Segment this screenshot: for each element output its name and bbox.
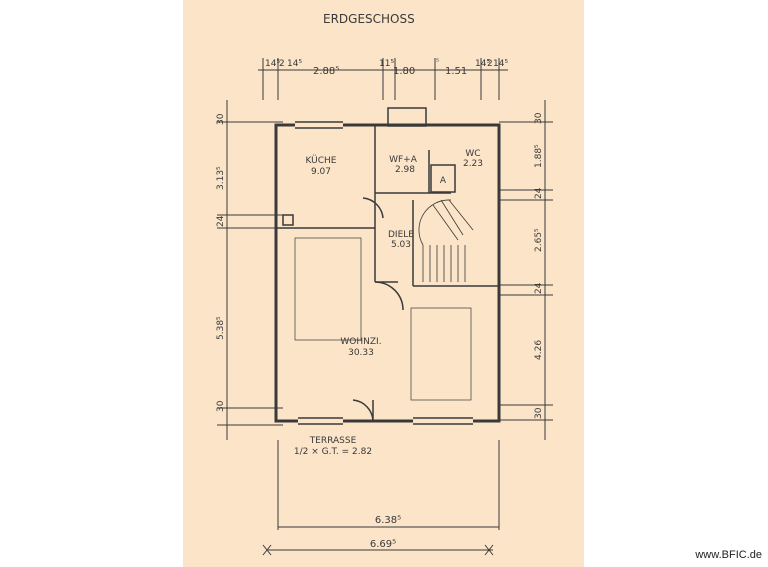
outer-walls	[274, 123, 501, 423]
cabinet-a-label: A	[440, 176, 447, 186]
left-dim-5: 30	[216, 400, 226, 412]
right-dim-5: 24	[534, 282, 544, 294]
svg-text:14⁵: 14⁵	[493, 59, 508, 69]
top-dim-1: 14⁵	[265, 59, 280, 69]
room-wohnzi-area: 30.33	[348, 348, 374, 358]
top-dim-4: 1.51	[445, 66, 467, 77]
staircase	[418, 199, 474, 282]
svg-text:2: 2	[487, 59, 493, 69]
svg-text:⁵: ⁵	[436, 57, 439, 66]
terrace-door	[352, 399, 374, 423]
svg-text:14⁵: 14⁵	[287, 59, 302, 69]
room-wfa-area: 2.98	[395, 165, 415, 175]
svg-text:14⁵: 14⁵	[475, 59, 490, 69]
room-wc-area: 2.23	[463, 159, 483, 169]
carpet-right	[410, 307, 472, 401]
room-kueche-name: KÜCHE	[306, 155, 337, 166]
top-dim-2: 2.88⁵	[313, 66, 339, 77]
stove-symbol	[282, 214, 294, 226]
room-wc-name: WC	[465, 149, 480, 159]
right-dim-7: 30	[534, 407, 544, 419]
right-dim-1: 30	[534, 112, 544, 124]
plan-sheet: ERDGESCHOSS 14⁵ 2 14⁵ 2.88⁵ 11⁵ 1.80 ⁵ 1…	[183, 0, 584, 567]
right-dim-6: 4.26	[534, 340, 544, 360]
right-dim-2: 1.88⁵	[534, 144, 544, 168]
left-dim-3: 24	[216, 215, 226, 227]
room-diele-name: DIELE	[388, 230, 414, 240]
carpet-left	[294, 237, 362, 341]
cabinet-a	[430, 164, 456, 193]
room-wohnzi-name: WOHNZI.	[340, 337, 381, 347]
top-dim-3: 1.80	[393, 66, 415, 77]
bottom-dim-inner: 6.38⁵	[375, 515, 401, 526]
right-dim-4: 2.65⁵	[534, 228, 544, 252]
room-wfa-name: WF+A	[389, 155, 418, 165]
room-kueche-area: 9.07	[311, 167, 331, 177]
left-dim-2: 3.13⁵	[216, 166, 226, 190]
left-dim-1: 30	[216, 113, 226, 125]
drawing-title: ERDGESCHOSS	[323, 12, 415, 26]
room-diele-area: 5.03	[391, 240, 411, 250]
door-diele	[374, 281, 404, 311]
watermark: www.BFIC.de	[695, 549, 762, 561]
bottom-dim-outer: 6.69⁵	[370, 539, 396, 550]
floor-plan: ERDGESCHOSS 14⁵ 2 14⁵ 2.88⁵ 11⁵ 1.80 ⁵ 1…	[216, 12, 553, 556]
right-dim-3: 24	[534, 187, 544, 199]
left-dim-4: 5.38⁵	[216, 316, 226, 340]
svg-text:11⁵: 11⁵	[379, 59, 394, 69]
terrasse-label: TERRASSE	[309, 436, 357, 446]
svg-text:2: 2	[279, 59, 285, 69]
terrasse-formula: 1/2 × G.T. = 2.82	[294, 447, 372, 457]
